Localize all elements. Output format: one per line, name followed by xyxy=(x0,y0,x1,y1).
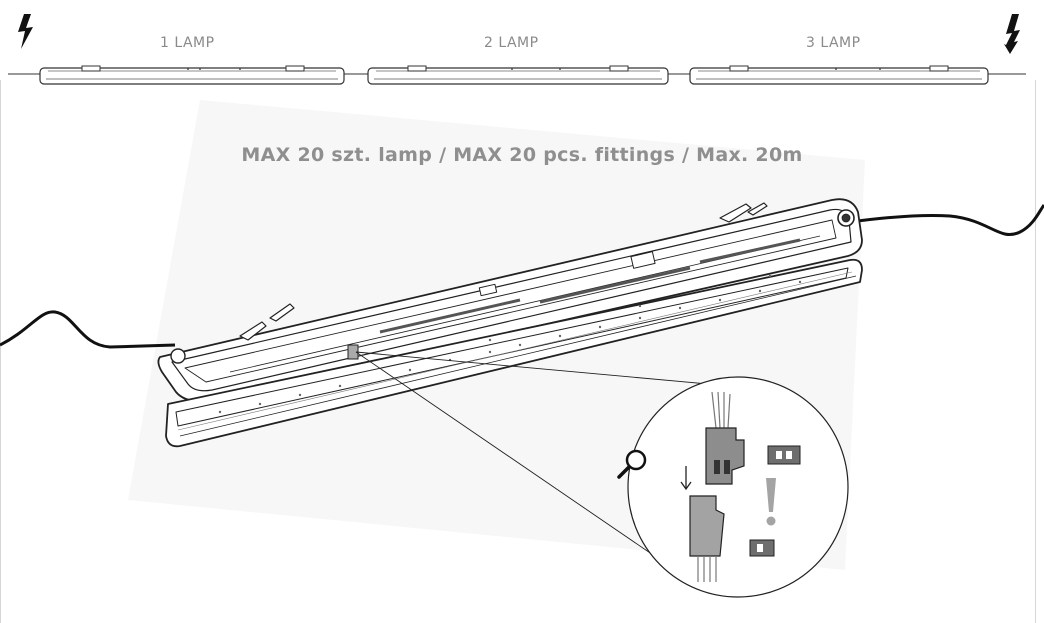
detail-zoom-circle xyxy=(627,376,849,598)
lightning-bolt-icon xyxy=(18,14,33,49)
lamp-fitting-1 xyxy=(39,65,345,85)
exclamation-icon xyxy=(766,478,776,526)
arrow-down-icon xyxy=(680,466,692,491)
magnifier-icon xyxy=(617,449,647,479)
max-capacity-note: MAX 20 szt. lamp / MAX 20 pcs. fittings … xyxy=(241,144,803,166)
lamp-fitting-2 xyxy=(367,65,669,85)
lightning-bolt-icon xyxy=(1004,14,1020,54)
wire-in xyxy=(0,310,176,349)
fitting-housing xyxy=(157,198,863,402)
lamp-fitting-3 xyxy=(689,65,989,85)
lamp-label-3: 3 LAMP xyxy=(806,35,861,51)
wire-out xyxy=(849,204,1044,237)
connector-detail xyxy=(689,391,801,582)
lamp-label-1: 1 LAMP xyxy=(160,35,215,51)
frame-right-edge xyxy=(1035,80,1036,623)
frame-left-edge xyxy=(0,80,1,623)
lamp-label-2: 2 LAMP xyxy=(484,35,539,51)
led-dots xyxy=(218,274,802,414)
